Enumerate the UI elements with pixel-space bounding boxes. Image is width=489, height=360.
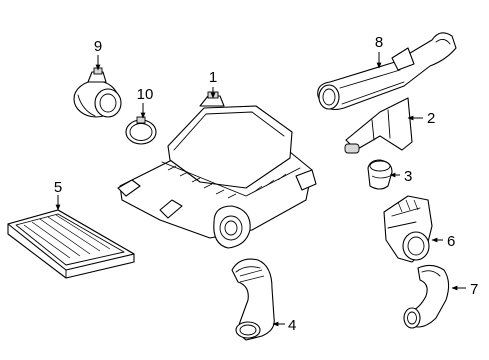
- callout-9: 9: [94, 38, 102, 55]
- air-filter-element: [7, 209, 135, 279]
- hose-clamp: [125, 116, 157, 145]
- callout-labels: 1 2 3 4 5 6 7 8 9 10: [54, 34, 479, 334]
- callout-3: 3: [404, 168, 412, 185]
- callout-8: 8: [375, 34, 383, 51]
- resonator: [383, 195, 433, 263]
- intake-duct: [317, 32, 457, 111]
- callout-4: 4: [288, 317, 296, 334]
- duct-bracket: [344, 97, 413, 154]
- air-cleaner-housing: [117, 91, 317, 249]
- leader-lines: [55, 52, 466, 327]
- callout-10: 10: [137, 86, 154, 103]
- callout-1: 1: [209, 69, 217, 86]
- duct-coupler: [367, 159, 393, 190]
- callout-6: 6: [447, 233, 455, 250]
- callout-5: 5: [54, 179, 62, 196]
- lower-air-hose: [403, 264, 450, 329]
- callout-7: 7: [470, 281, 478, 298]
- mass-air-flow-sensor: [73, 67, 122, 118]
- callout-2: 2: [427, 110, 435, 127]
- upper-air-hose: [231, 258, 275, 341]
